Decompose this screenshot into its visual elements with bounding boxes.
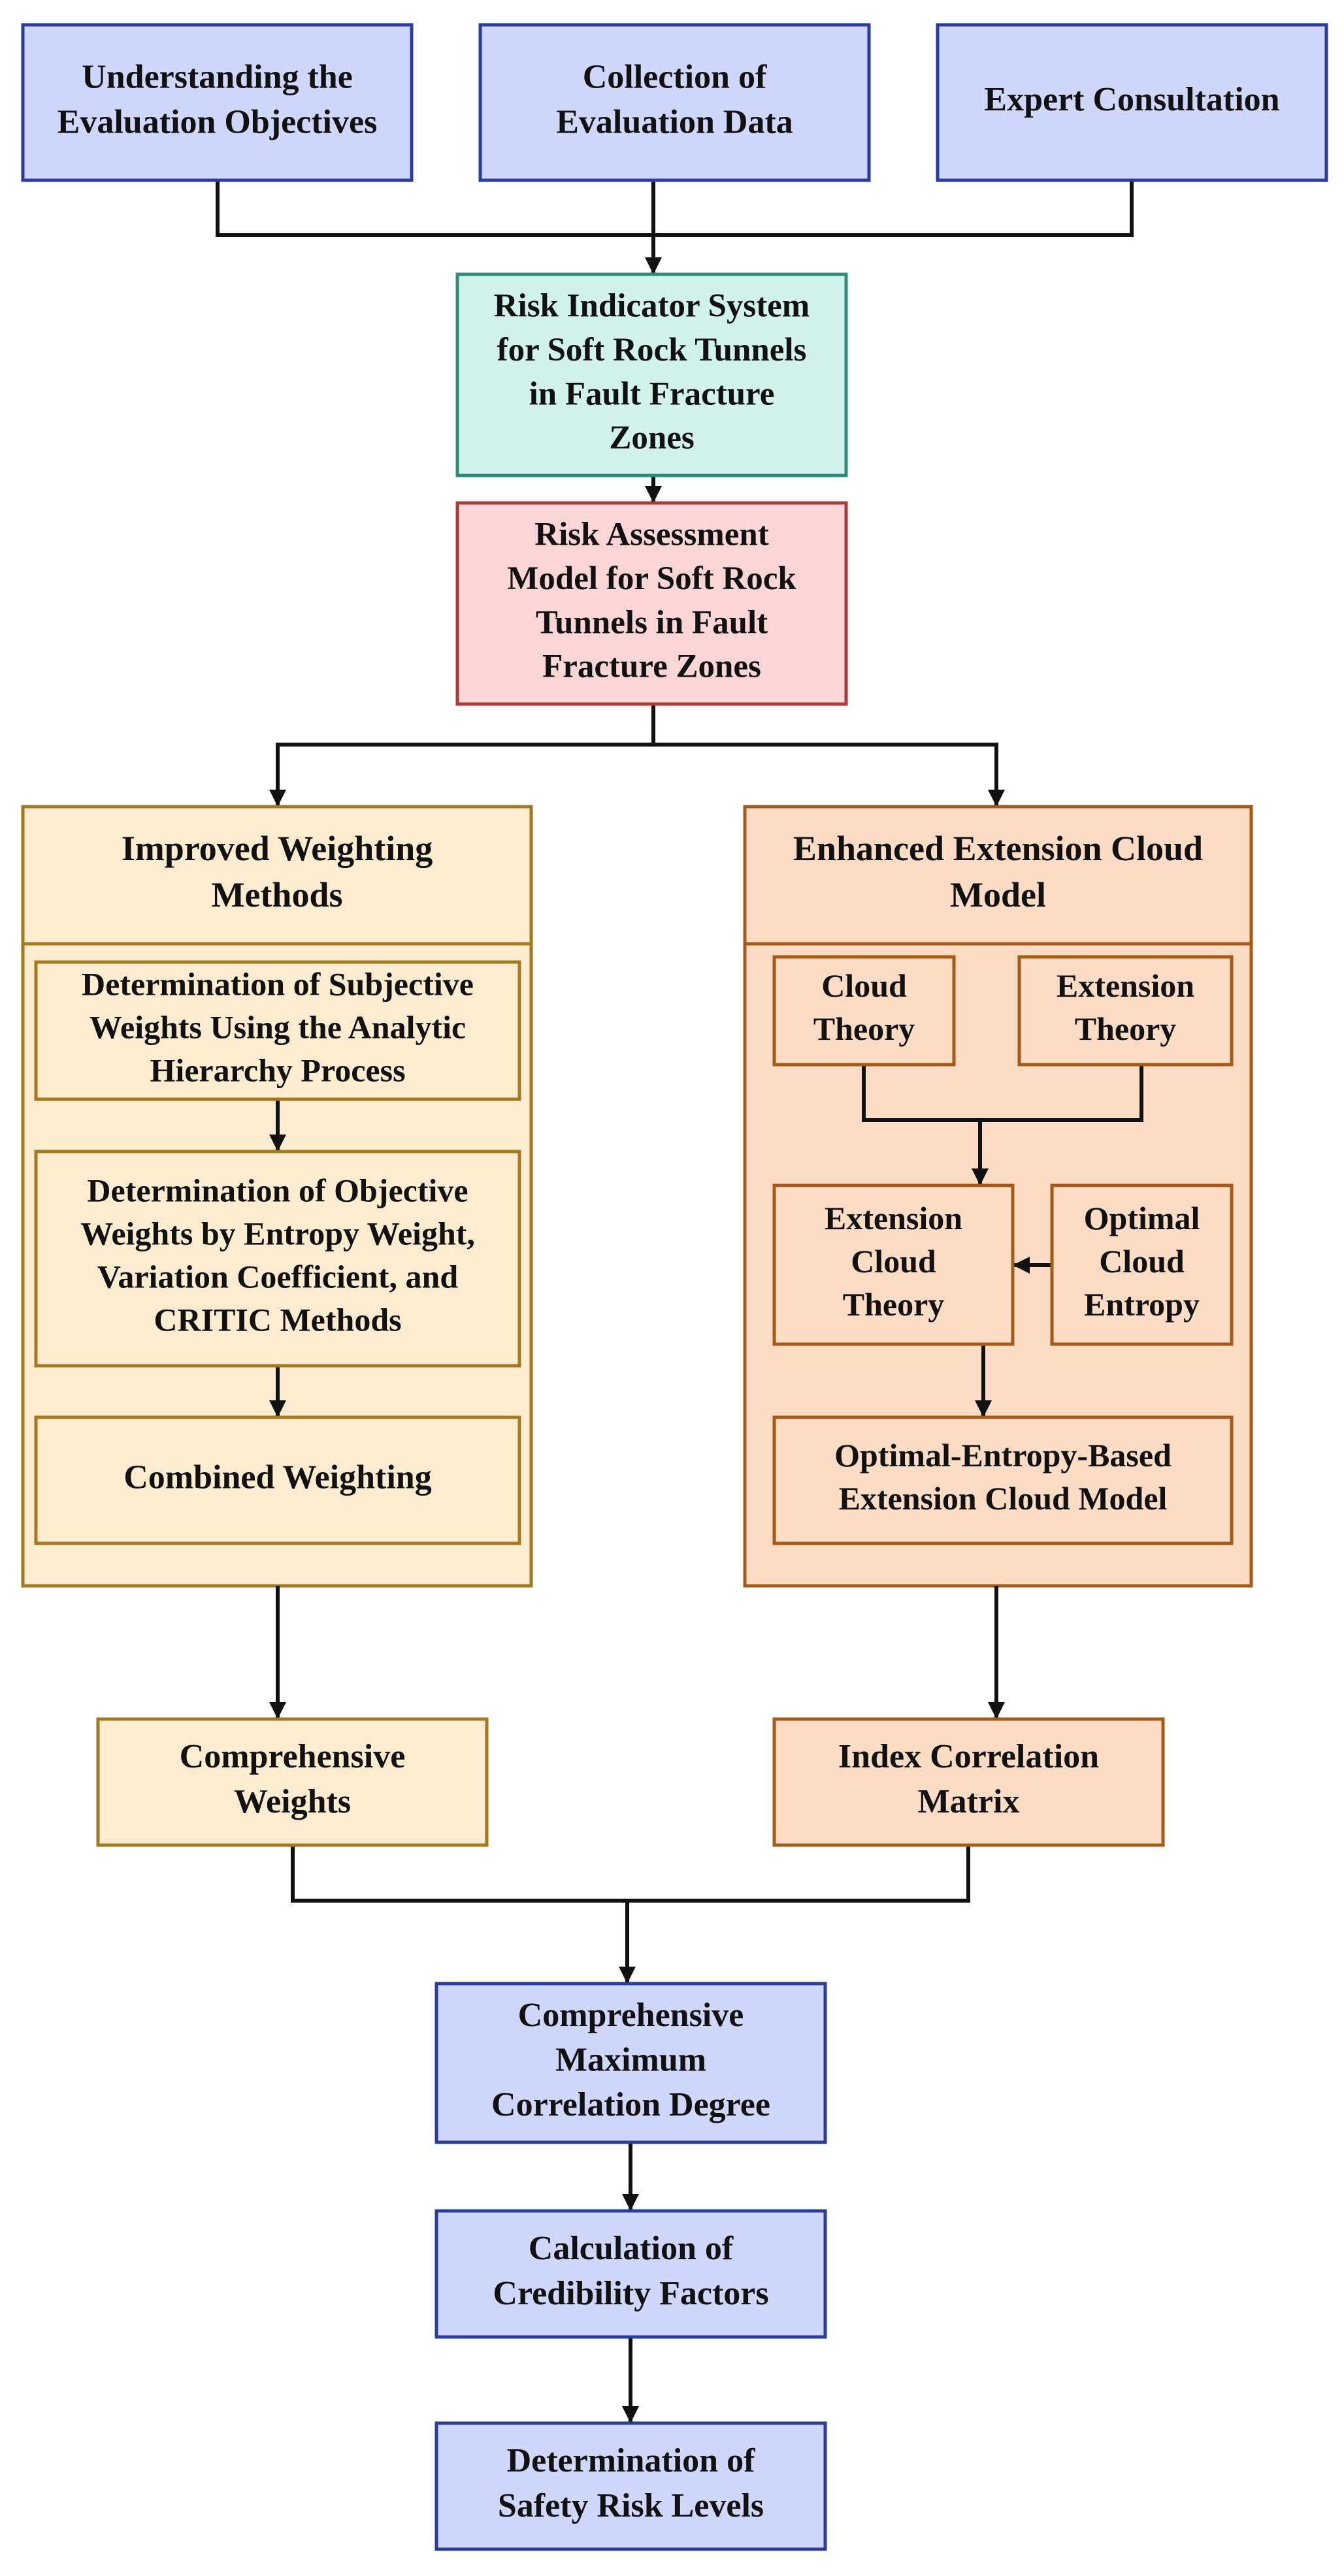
optimal-model-label-line: Optimal-Entropy-Based bbox=[834, 1437, 1172, 1473]
subjective-label-line: Determination of Subjective bbox=[82, 965, 474, 1002]
objective-box bbox=[34, 1150, 521, 1368]
optimal-entropy-box bbox=[1050, 1183, 1234, 1346]
extension-cloud-theory-label-line: Cloud bbox=[851, 1243, 936, 1280]
cloud-theory-merge-connector bbox=[862, 1065, 1143, 1122]
subjective-label-line: Hierarchy Process bbox=[150, 1052, 405, 1088]
weighting-header-label-line: Improved Weighting bbox=[122, 829, 433, 868]
max-correlation-label-line: Correlation Degree bbox=[491, 2086, 770, 2123]
indicator-system-label-line: for Soft Rock Tunnels bbox=[497, 332, 807, 368]
max-correlation-box bbox=[434, 1982, 827, 2144]
indicator-system-label-line: Zones bbox=[609, 420, 694, 457]
collection-label-line: Evaluation Data bbox=[556, 103, 793, 140]
cloud-theory-label-line: Cloud bbox=[821, 967, 907, 1004]
collection-label-line: Collection of bbox=[583, 59, 767, 96]
cloud-theory-box bbox=[772, 955, 956, 1067]
expert-node: Expert Consultation bbox=[936, 23, 1328, 182]
expert-box bbox=[936, 23, 1328, 182]
safety-levels-box bbox=[434, 2421, 827, 2551]
indicator-system-label-line: Risk Indicator System bbox=[494, 288, 810, 325]
connectors bbox=[216, 180, 1143, 2423]
correlation-matrix-label-line: Matrix bbox=[918, 1783, 1020, 1820]
extension-cloud-theory-label-line: Theory bbox=[843, 1286, 945, 1323]
collection-box bbox=[478, 23, 871, 182]
objective-label-line: CRITIC Methods bbox=[154, 1301, 401, 1338]
subjective-box bbox=[34, 960, 521, 1101]
cloud-header-label-line: Enhanced Extension Cloud bbox=[793, 829, 1203, 868]
weighting-header-label-line: Methods bbox=[212, 875, 343, 914]
indicator-system-label-line: in Fault Fracture bbox=[529, 376, 775, 412]
comprehensive-weights-box bbox=[96, 1717, 489, 1847]
credibility-box bbox=[434, 2209, 827, 2339]
extension-cloud-theory-label-line: Extension bbox=[825, 1200, 962, 1236]
optimal-entropy-label-line: Optimal bbox=[1084, 1200, 1200, 1236]
weighting-header-box bbox=[21, 805, 533, 946]
objective-label-line: Variation Coefficient, and bbox=[97, 1258, 458, 1295]
credibility-label-line: Calculation of bbox=[529, 2230, 734, 2267]
optimal-model-label-line: Extension Cloud Model bbox=[839, 1480, 1168, 1517]
combined-box bbox=[34, 1415, 521, 1545]
assessment-model-label-line: Tunnels in Fault bbox=[536, 604, 768, 641]
optimal-entropy-label-line: Cloud bbox=[1099, 1243, 1185, 1280]
optimal-entropy-label-line: Entropy bbox=[1084, 1286, 1200, 1323]
cloud-header-box bbox=[743, 805, 1253, 946]
cloud-theory-label-line: Theory bbox=[813, 1010, 915, 1047]
safety-levels-label-line: Determination of bbox=[507, 2442, 755, 2479]
extension-theory-box bbox=[1017, 955, 1234, 1067]
assessment-branch-right-connector bbox=[653, 743, 1005, 807]
inputs-merge-connector bbox=[216, 180, 1134, 237]
max-correlation-label-line: Maximum bbox=[555, 2041, 706, 2078]
assessment-branch-left-connector bbox=[269, 704, 655, 807]
assessment-model-label-line: Fracture Zones bbox=[542, 649, 761, 685]
max-correlation-label-line: Comprehensive bbox=[518, 1997, 744, 2034]
extension-theory-label-line: Theory bbox=[1075, 1010, 1177, 1047]
subjective-label-line: Weights Using the Analytic bbox=[90, 1008, 466, 1045]
credibility-node: Calculation of Credibility Factors bbox=[434, 2209, 827, 2339]
cloud-header-label-line: Model bbox=[950, 875, 1046, 914]
expert-label-line: Expert Consultation bbox=[984, 81, 1279, 118]
objective-label-line: Determination of Objective bbox=[87, 1172, 468, 1208]
extension-cloud-theory-box bbox=[772, 1183, 1015, 1346]
assessment-model-box bbox=[455, 501, 848, 706]
collection-node: Collection of Evaluation Data bbox=[478, 23, 871, 182]
correlation-matrix-box bbox=[772, 1717, 1165, 1847]
comprehensive-weights-label-line: Comprehensive bbox=[180, 1738, 406, 1775]
correlation-matrix-label-line: Index Correlation bbox=[838, 1738, 1099, 1775]
extension-theory-label-line: Extension bbox=[1057, 967, 1194, 1004]
credibility-label-line: Credibility Factors bbox=[493, 2275, 768, 2312]
indicator-system-node: Risk Indicator System for Soft Rock Tunne… bbox=[455, 272, 848, 477]
comprehensive-weights-label-line: Weights bbox=[234, 1783, 351, 1820]
assessment-model-label-line: Model for Soft Rock bbox=[507, 560, 796, 597]
understanding-label-line: Understanding the bbox=[82, 59, 353, 96]
understanding-box bbox=[21, 23, 414, 182]
combined-node: Combined Weighting bbox=[34, 1415, 521, 1545]
safety-levels-label-line: Safety Risk Levels bbox=[498, 2487, 764, 2524]
optimal-model-box bbox=[772, 1415, 1234, 1545]
combined-label-line: Combined Weighting bbox=[123, 1458, 431, 1496]
indicator-system-box bbox=[455, 272, 848, 477]
objective-label-line: Weights by Entropy Weight, bbox=[80, 1215, 475, 1251]
understanding-label-line: Evaluation Objectives bbox=[57, 103, 378, 140]
results-merge-connector bbox=[291, 1845, 970, 1903]
safety-levels-node: Determination of Safety Risk Levels bbox=[434, 2421, 827, 2551]
assessment-model-label-line: Risk Assessment bbox=[534, 517, 768, 553]
